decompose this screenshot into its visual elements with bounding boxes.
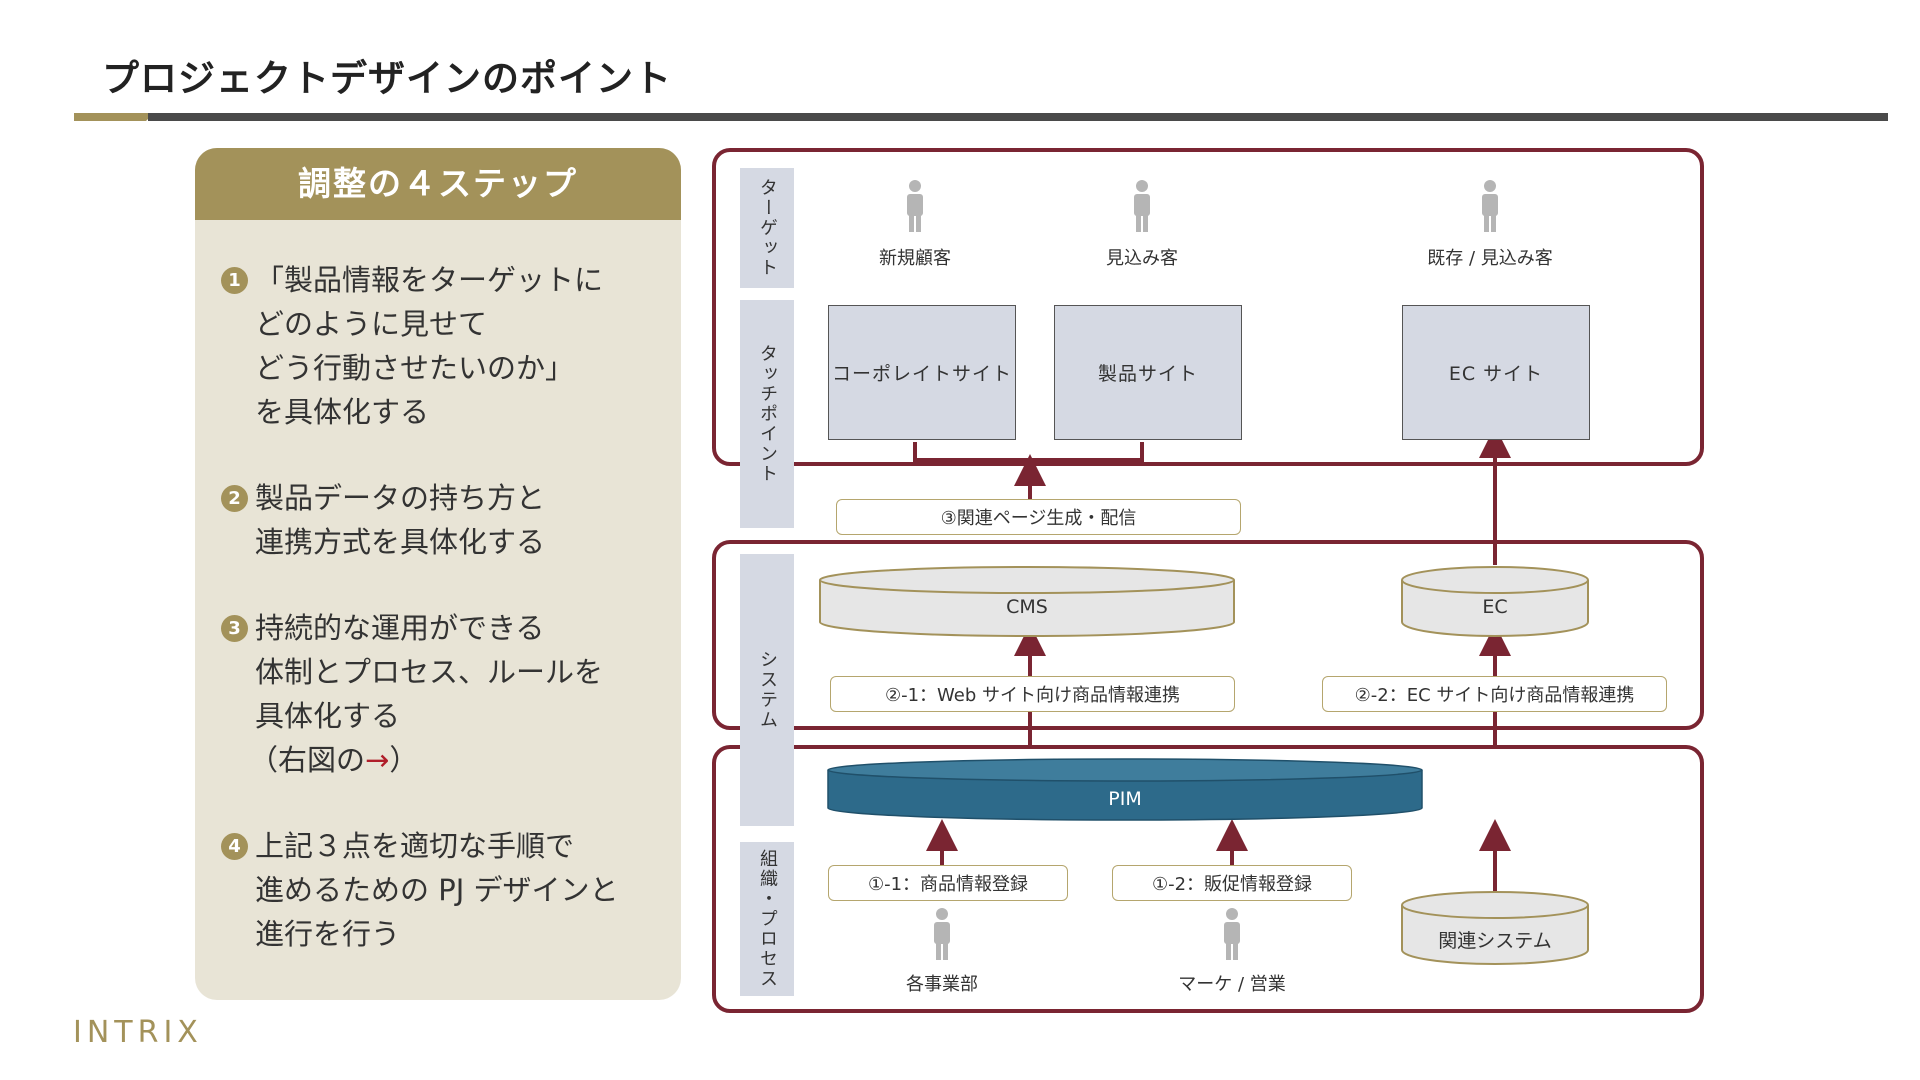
step-1: 1 「製品情報をターゲットに どのように見せて どう行動させたいのか」 を具体化… — [221, 258, 669, 434]
right-arrow-icon: → — [365, 743, 390, 777]
step-text: 持続的な運用ができる — [255, 611, 545, 645]
lane-label-target: ターゲット — [740, 168, 794, 288]
lane-label-touchpoint: タッチポイント — [740, 300, 794, 528]
step-text: 連携方式を具体化する — [255, 525, 546, 559]
person-icon — [907, 180, 923, 232]
person-icon — [934, 908, 950, 960]
process-ec-sync: ②-2：EC サイト向け商品情報連携 — [1322, 676, 1667, 712]
touchpoint-ec-site: EC サイト — [1402, 305, 1590, 440]
cms-cylinder — [819, 566, 1235, 637]
process-promo-reg: ①-2：販促情報登録 — [1112, 865, 1352, 901]
org-business-units: 各事業部 — [906, 974, 978, 995]
person-icon — [1134, 180, 1150, 232]
system-pim-label: PIM — [1108, 788, 1142, 810]
branch-product — [1028, 442, 1144, 474]
org-frame — [712, 745, 1704, 1013]
lane-label-org: 組織・プロセス — [740, 842, 794, 996]
step-text: 製品データの持ち方と — [255, 481, 546, 515]
system-ec-label: EC — [1482, 596, 1508, 618]
target-new-customer: 新規顧客 — [879, 248, 951, 269]
steps-panel: 調整の４ステップ 1 「製品情報をターゲットに どのように見せて どう行動させた… — [195, 148, 681, 1000]
target-prospect: 見込み客 — [1106, 248, 1178, 269]
step-text: 上記３点を適切な手順で — [255, 829, 575, 863]
person-icon — [1224, 908, 1240, 960]
connector-layer — [819, 180, 1589, 965]
target-existing: 既存 / 見込み客 — [1427, 248, 1553, 269]
step-text-last: （右図の→） — [249, 743, 419, 777]
title-rule — [148, 113, 1888, 121]
step-3: 3 持続的な運用ができる 体制とプロセス、ルールを 具体化する （右図の→） — [221, 606, 669, 782]
step-number: 2 — [221, 485, 248, 512]
page-title: プロジェクトデザインのポイント — [102, 57, 672, 100]
lane-label-system: システム — [740, 554, 794, 826]
process-web-sync: ②-1：Web サイト向け商品情報連携 — [830, 676, 1235, 712]
step-text: 具体化する — [255, 699, 401, 733]
system-cms-label: CMS — [1006, 596, 1048, 618]
step-number: 4 — [221, 833, 248, 860]
ec-cylinder — [1401, 566, 1589, 637]
step-text: 体制とプロセス、ルールを — [255, 655, 604, 689]
pim-disk — [827, 758, 1423, 821]
step-text: どう行動させたいのか」 — [255, 351, 575, 385]
org-marketing-sales: マーケ / 営業 — [1178, 974, 1286, 995]
step-text: 進めるための PJ デザインと — [255, 873, 619, 907]
process-generate: ③関連ページ生成・配信 — [836, 499, 1241, 535]
intrix-logo: INTRIX — [73, 1015, 203, 1050]
title-rule-accent — [74, 113, 154, 121]
touchpoint-corporate-site: コーポレイトサイト — [828, 305, 1016, 440]
touchpoint-product-site: 製品サイト — [1054, 305, 1242, 440]
system-frame — [712, 540, 1704, 730]
step-text: 「製品情報をターゲットに — [255, 263, 604, 297]
step-2: 2 製品データの持ち方と 連携方式を具体化する — [221, 476, 669, 564]
related-system-cylinder — [1401, 891, 1589, 965]
step-number: 3 — [221, 615, 248, 642]
step-text: 進行を行う — [255, 917, 401, 951]
steps-header: 調整の４ステップ — [195, 148, 681, 220]
step-text: どのように見せて — [255, 307, 488, 341]
target-touchpoint-frame — [712, 148, 1704, 466]
process-product-reg: ①-1：商品情報登録 — [828, 865, 1068, 901]
step-number: 1 — [221, 267, 248, 294]
step-text: を具体化する — [255, 395, 430, 429]
person-icon — [1482, 180, 1498, 232]
step-4: 4 上記３点を適切な手順で 進めるための PJ デザインと 進行を行う — [221, 824, 669, 956]
system-related-label: 関連システム — [1438, 930, 1552, 952]
architecture-diagram: ターゲット タッチポイント システム 組織・プロセス 新規顧客 見込み客 既存 … — [700, 140, 1740, 1020]
